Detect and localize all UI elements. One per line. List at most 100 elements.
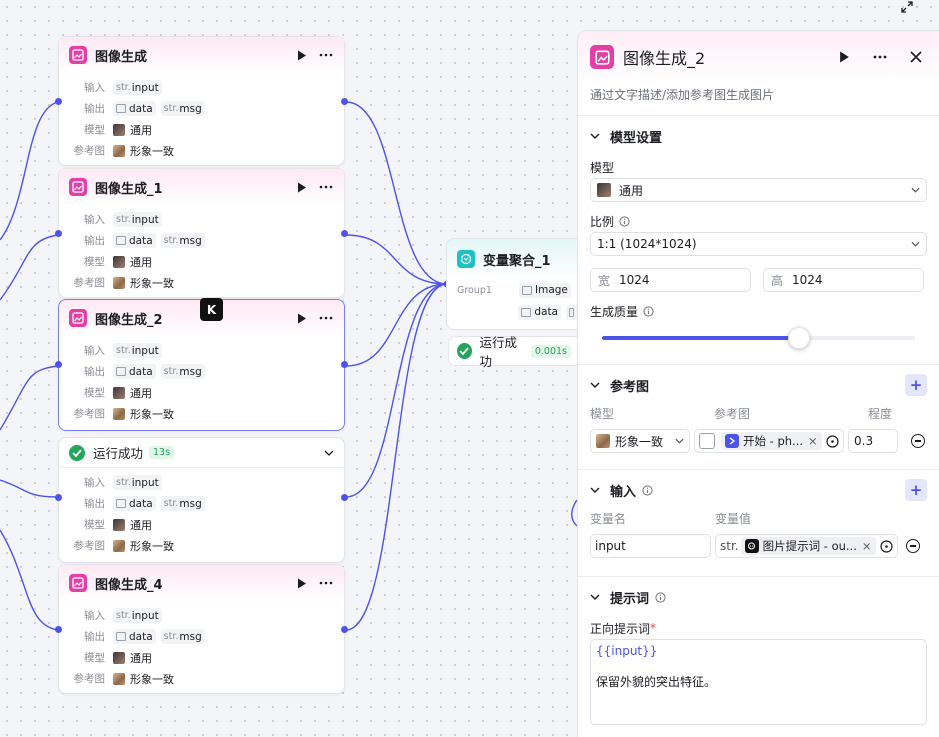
- section-header[interactable]: 参考图 +: [590, 365, 927, 405]
- play-icon[interactable]: [294, 575, 310, 591]
- width-input[interactable]: 宽 1024: [590, 268, 751, 292]
- output-port[interactable]: [341, 361, 348, 368]
- status-text: 运行成功: [93, 446, 144, 461]
- quality-slider[interactable]: [590, 322, 927, 352]
- quality-label-row: 生成质量: [590, 300, 927, 322]
- more-icon[interactable]: [869, 46, 891, 68]
- model-label: 模型: [84, 387, 105, 399]
- chevron-down-icon: [911, 187, 920, 193]
- output-label: 输出: [84, 631, 105, 643]
- ref-avatar-icon: [113, 672, 125, 685]
- node-title: 图像生成_1: [95, 181, 163, 197]
- model-settings-section: 模型设置 模型 通用 比例 1:1 (1024*1024) 宽 1024 高 1…: [578, 115, 939, 364]
- input-port[interactable]: [55, 361, 62, 368]
- var-value-field[interactable]: str. 图片提示词 - ou... ×: [715, 534, 898, 558]
- input-port[interactable]: [55, 230, 62, 237]
- play-icon[interactable]: [833, 46, 855, 68]
- image-icon: [116, 236, 126, 245]
- section-header[interactable]: 模型设置: [590, 116, 927, 156]
- input-port[interactable]: [55, 494, 62, 501]
- remove-icon[interactable]: ×: [808, 434, 818, 448]
- degree-input[interactable]: 0.3: [848, 429, 898, 453]
- slider-thumb[interactable]: [788, 327, 810, 349]
- remove-row-icon[interactable]: [906, 539, 920, 553]
- model-value: 通用: [130, 386, 152, 400]
- output-port[interactable]: [341, 626, 348, 633]
- model-select[interactable]: 通用: [590, 178, 927, 202]
- model-avatar-icon: [113, 123, 125, 136]
- model-avatar-icon: [113, 651, 125, 664]
- output-data-tag: data: [113, 101, 156, 116]
- play-icon[interactable]: [294, 47, 310, 63]
- height-value: 1024: [792, 273, 823, 287]
- run-status-bar[interactable]: 运行成功 13s: [59, 438, 344, 468]
- section-header[interactable]: 输入 +: [590, 470, 927, 510]
- input-port[interactable]: [55, 626, 62, 633]
- model-avatar-icon: [113, 518, 125, 531]
- chevron-down-icon[interactable]: [324, 450, 334, 456]
- more-icon[interactable]: [318, 575, 334, 591]
- close-icon[interactable]: [905, 46, 927, 68]
- ratio-select[interactable]: 1:1 (1024*1024): [590, 232, 927, 256]
- panel-title: 图像生成_2: [623, 49, 706, 68]
- var-value-chip[interactable]: 图片提示词 - ou... ×: [740, 537, 876, 555]
- chevron-down-icon[interactable]: [590, 133, 600, 139]
- chevron-down-icon: [911, 241, 920, 247]
- positive-prompt-textarea[interactable]: {{input}} 保留外貌的突出特征。: [590, 639, 927, 725]
- variable-aggregate-node[interactable]: 变量聚合_1 Group1 Image data: [446, 238, 586, 330]
- ref-label: 参考图: [73, 540, 106, 552]
- info-icon[interactable]: [619, 215, 630, 227]
- var-name-input[interactable]: input: [590, 534, 711, 558]
- info-icon[interactable]: [643, 305, 654, 317]
- chevron-down-icon[interactable]: [590, 487, 600, 493]
- col-var-name: 变量名: [590, 511, 627, 526]
- aggregate-run-status[interactable]: 运行成功 0.001s: [448, 335, 580, 369]
- output-data-tag: data: [518, 304, 561, 320]
- node-title: 变量聚合_1: [483, 253, 551, 269]
- col-reference: 参考图: [714, 406, 751, 421]
- more-icon[interactable]: [318, 310, 334, 326]
- output-msg-tag: str.msg: [160, 364, 205, 379]
- chevron-down-icon[interactable]: [590, 382, 600, 388]
- target-icon[interactable]: [826, 434, 839, 448]
- info-icon[interactable]: [655, 591, 666, 603]
- output-label: 输出: [84, 498, 105, 510]
- node-settings-panel: 图像生成_2 通过文字描述/添加参考图生成图片 模型设置 模型 通用 比例 1:…: [577, 30, 939, 737]
- ref-model-select[interactable]: 形象一致: [590, 429, 690, 453]
- remove-icon[interactable]: ×: [861, 539, 872, 553]
- input-tag: str.input: [113, 212, 162, 227]
- output-port[interactable]: [341, 230, 348, 237]
- section-header[interactable]: 提示词: [590, 577, 927, 617]
- more-icon[interactable]: [318, 179, 334, 195]
- chevron-down-icon[interactable]: [590, 594, 600, 600]
- more-icon[interactable]: [318, 47, 334, 63]
- expand-icon[interactable]: [900, 0, 914, 14]
- play-icon[interactable]: [294, 310, 310, 326]
- output-data-tag: data: [113, 233, 156, 248]
- play-icon[interactable]: [294, 179, 310, 195]
- height-input[interactable]: 高 1024: [763, 268, 924, 292]
- input-tag: str.input: [113, 475, 162, 490]
- ref-value: 形象一致: [130, 407, 174, 421]
- output-data-tag: data: [113, 629, 156, 644]
- ref-model-value: 形象一致: [615, 434, 664, 449]
- degree-value: 0.3: [854, 434, 874, 448]
- output-port[interactable]: [341, 98, 348, 105]
- output-port[interactable]: [341, 494, 348, 501]
- ref-variable-chip[interactable]: 开始 - ph... ×: [721, 432, 822, 450]
- input-port[interactable]: [55, 98, 62, 105]
- add-input-button[interactable]: +: [905, 479, 927, 501]
- target-icon[interactable]: [880, 539, 893, 553]
- output-image-tag: Image: [519, 282, 571, 298]
- floating-k-badge[interactable]: K: [200, 298, 223, 321]
- input-label: 输入: [84, 82, 105, 94]
- ref-image-field[interactable]: 开始 - ph... ×: [694, 429, 844, 453]
- info-icon[interactable]: [642, 484, 653, 496]
- remove-row-icon[interactable]: [911, 434, 925, 448]
- ref-avatar-icon: [113, 144, 125, 157]
- add-reference-button[interactable]: +: [905, 374, 927, 396]
